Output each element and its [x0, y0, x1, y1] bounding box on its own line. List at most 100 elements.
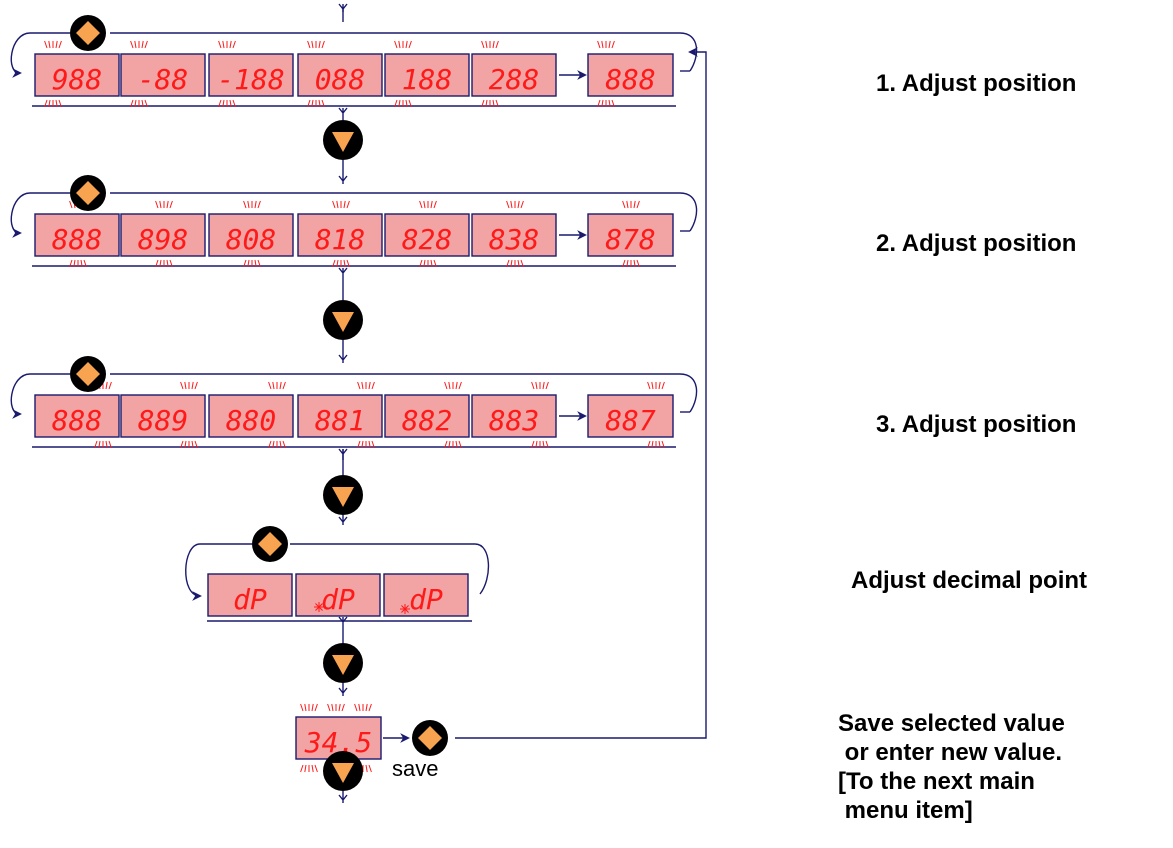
blink-top-r3-c5-ray [455, 381, 458, 390]
blink-top-r2-c4-ray [336, 200, 339, 209]
dp-marker-2 [400, 604, 410, 614]
blink-top-r2-c4-ray [332, 200, 336, 209]
blink-top-r3-c3-ray [268, 381, 272, 390]
blink-bottom-r3-c3-ray [272, 440, 275, 449]
display-r1-c4-digits: 088 [315, 63, 366, 96]
blink-top-r2-c6-ray [517, 200, 520, 209]
down-tick-a-2 [338, 267, 348, 276]
blink-bottom-r3-c1-ray [108, 440, 112, 449]
blink-bottom-r1-c4 [307, 99, 325, 108]
down-button-2 [323, 300, 363, 340]
blink-top-r1-last-ray [608, 40, 611, 49]
blink-bottom-r3-c1-ray [94, 440, 98, 449]
save-blink-bottom-3-ray [365, 764, 368, 773]
blink-bottom-r1-c4-ray [307, 99, 311, 108]
save-blink-top-3 [354, 703, 372, 712]
blink-top-r2-last-ray [626, 200, 629, 209]
loop-left-2 [10, 192, 70, 238]
down-button-5 [323, 751, 363, 791]
blink-bottom-r3-c4-ray [357, 440, 361, 449]
down-button-1 [323, 120, 363, 160]
blink-top-r2-c5-ray [419, 200, 423, 209]
dp-marker-stroke [315, 603, 323, 611]
blink-bottom-r2-c4-ray [343, 259, 346, 268]
enter-button-save-diamond [418, 726, 442, 750]
blink-bottom-r3-last-ray [658, 440, 661, 449]
blink-bottom-r2-c4-ray [332, 259, 336, 268]
blink-top-r2-c4 [332, 200, 350, 209]
display-r3-last [587, 394, 674, 438]
enter-button-row-2 [70, 175, 106, 211]
save-blink-top-2-ray [338, 703, 341, 712]
blink-bottom-r3-c6-ray [535, 440, 538, 449]
display-r3-c4-digits: 881 [315, 404, 366, 437]
dp-display-3-digits: dP [409, 583, 443, 616]
blink-bottom-r2-c6-ray [510, 259, 513, 268]
blink-top-r1-c4-ray [321, 40, 325, 49]
blink-bottom-r2-c2-ray [169, 259, 173, 268]
dp-loop-top [290, 543, 490, 595]
blink-bottom-r1-c5-ray [394, 99, 398, 108]
blink-top-r1-c6 [481, 40, 499, 49]
loop-left-3 [10, 373, 70, 419]
display-r3-c6-digits: 883 [489, 404, 540, 437]
blink-top-r3-c2-ray [194, 381, 198, 390]
display-r2-c5-digits: 828 [402, 223, 453, 256]
dp-display-1 [207, 573, 293, 617]
blink-top-r3-last-ray [647, 381, 651, 390]
dp-display-3 [383, 573, 469, 617]
blink-bottom-r2-c3-ray [254, 259, 257, 268]
down-tick-b-3 [338, 516, 348, 525]
blink-top-r3-c5-ray [458, 381, 462, 390]
enter-button-row-3 [70, 356, 106, 392]
blink-top-r2-c6 [506, 200, 524, 209]
blink-bottom-r1-c6-ray [481, 99, 485, 108]
save-line-3: [To the next main [838, 768, 1035, 795]
blink-top-r3-c6-ray [535, 381, 538, 390]
blink-top-r2-c4-ray [343, 200, 346, 209]
blink-top-r3-last-ray [661, 381, 665, 390]
display-r2-c6-digits: 838 [489, 223, 540, 256]
blink-bottom-r2-c4 [332, 259, 350, 268]
down-tick-b-4 [338, 687, 348, 696]
save-blink-top-3-ray [365, 703, 368, 712]
display-r1-c5 [384, 53, 470, 97]
blink-bottom-r2-c2 [155, 259, 173, 268]
display-r3-c1-digits: 888 [52, 404, 103, 437]
blink-top-r1-last-ray [597, 40, 601, 49]
display-r3-c3-digits: 880 [226, 404, 277, 437]
blink-top-r1-c5-ray [394, 40, 398, 49]
blink-bottom-r1-c6-ray [485, 99, 488, 108]
blink-bottom-r2-c4-ray [346, 259, 350, 268]
blink-bottom-r2-c1-ray [80, 259, 83, 268]
return-loop [455, 47, 707, 739]
display-r1-c3-digits: -188 [217, 63, 284, 96]
blink-bottom-r3-c6 [531, 440, 549, 449]
blink-top-r3-c5 [444, 381, 462, 390]
blink-top-r2-last-ray [622, 200, 626, 209]
blink-top-r2-c2-ray [169, 200, 173, 209]
blink-bottom-r2-c6-ray [506, 259, 510, 268]
blink-top-r1-c3-ray [222, 40, 225, 49]
display-r3-last-digits: 887 [605, 404, 656, 437]
enter-button-row-2-diamond [76, 181, 100, 205]
blink-bottom-r1-c2-ray [144, 99, 148, 108]
display-r1-c1 [34, 53, 120, 97]
blink-top-r2-c5-ray [423, 200, 426, 209]
display-r1-c3 [208, 53, 294, 97]
blink-bottom-r1-last [597, 99, 615, 108]
blink-top-r3-c2-ray [191, 381, 194, 390]
blink-top-r1-c2 [130, 40, 148, 49]
display-r3-c5-digits: 882 [402, 404, 453, 437]
blink-top-r1-c5-ray [398, 40, 401, 49]
blink-top-r2-c3 [243, 200, 261, 209]
save-blink-top-2-ray [331, 703, 334, 712]
save-blink-top-2-ray [327, 703, 331, 712]
save-blink-bottom-1-ray [314, 764, 318, 773]
blink-top-r1-c3-ray [218, 40, 222, 49]
enter-button-dp [252, 526, 288, 562]
blink-bottom-r3-c4-ray [368, 440, 371, 449]
blink-top-r3-last [647, 381, 665, 390]
display-r3-c2-digits: 889 [138, 404, 189, 437]
